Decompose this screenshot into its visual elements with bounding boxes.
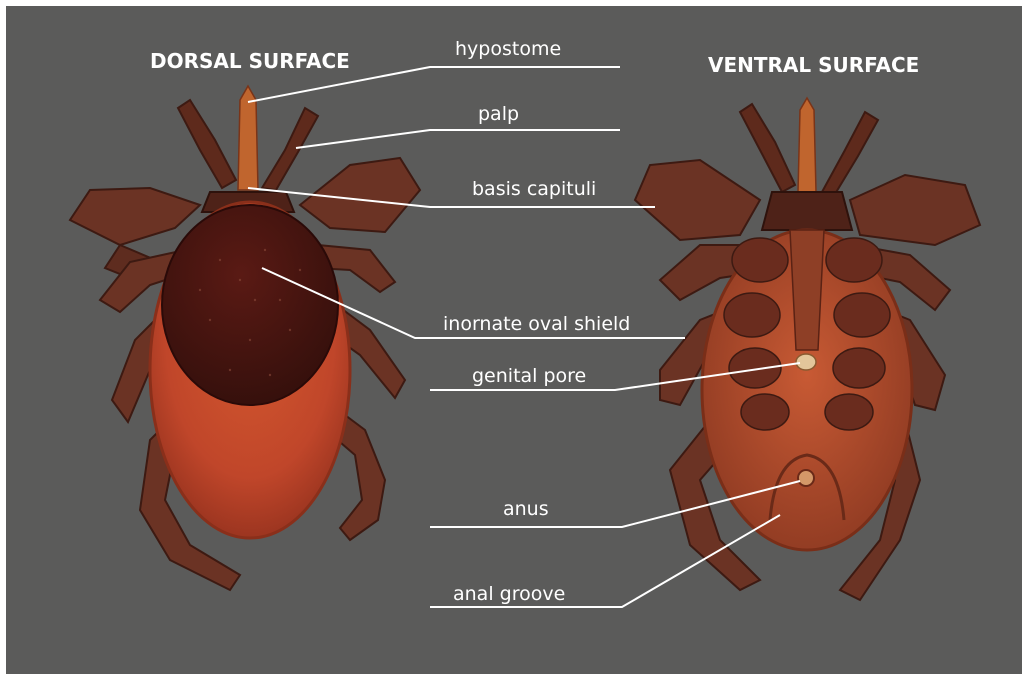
- label-anus: anus: [503, 498, 549, 520]
- label-palp: palp: [478, 103, 519, 125]
- dorsal-oval-shield: [162, 205, 338, 405]
- label-anal-groove: anal groove: [453, 583, 565, 605]
- ventral-basis-capituli: [762, 192, 852, 230]
- genital-pore: [796, 354, 816, 370]
- label-inornate-oval-shield: inornate oval shield: [443, 313, 630, 335]
- anus-mark: [798, 470, 814, 486]
- label-hypostome: hypostome: [455, 38, 561, 60]
- label-genital-pore: genital pore: [472, 365, 586, 387]
- ventral-hypostome: [798, 98, 816, 192]
- ventral-surface-title: VENTRAL SURFACE: [708, 53, 919, 77]
- label-basis-capituli: basis capituli: [472, 178, 596, 200]
- dorsal-surface-title: DORSAL SURFACE: [150, 49, 350, 73]
